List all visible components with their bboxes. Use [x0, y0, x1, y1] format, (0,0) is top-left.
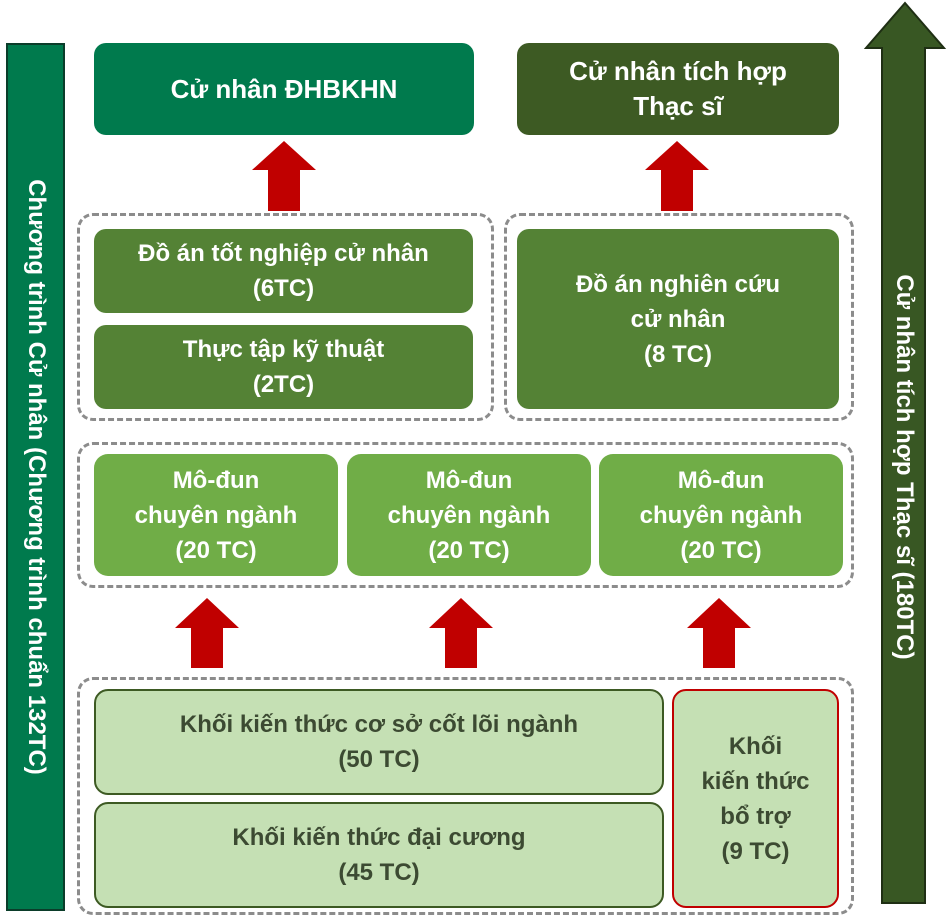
- general-knowledge-box: Khối kiến thức đại cương (45 TC): [94, 802, 664, 908]
- arrow-up-icon: [645, 141, 709, 211]
- internship-box: Thực tập kỹ thuật (2TC): [94, 325, 473, 409]
- arrow-up-icon: [175, 598, 239, 668]
- arrow-up-icon: [252, 141, 316, 211]
- specialized-module-box: Mô-đun chuyên ngành (20 TC): [94, 454, 338, 576]
- arrow-up-icon: [429, 598, 493, 668]
- bachelor-project-group: [77, 213, 494, 421]
- specialized-module-box: Mô-đun chuyên ngành (20 TC): [599, 454, 843, 576]
- research-project-group: [504, 213, 854, 421]
- specialized-module-box: Mô-đun chuyên ngành (20 TC): [347, 454, 591, 576]
- supplementary-knowledge-box: Khối kiến thức bổ trợ (9 TC): [672, 689, 839, 908]
- foundation-knowledge-group: [77, 677, 854, 915]
- graduation-project-box: Đồ án tốt nghiệp cử nhân (6TC): [94, 229, 473, 313]
- arrow-up-icon: [687, 598, 751, 668]
- module-group: [77, 442, 854, 588]
- bachelor-degree-box: Cử nhân ĐHBKHN: [94, 43, 474, 135]
- core-knowledge-box: Khối kiến thức cơ sở cốt lõi ngành (50 T…: [94, 689, 664, 795]
- standard-program-bar: [6, 43, 65, 911]
- integrated-master-degree-box: Cử nhân tích hợp Thạc sĩ: [517, 43, 839, 135]
- research-project-box: Đồ án nghiên cứu cử nhân (8 TC): [517, 229, 839, 409]
